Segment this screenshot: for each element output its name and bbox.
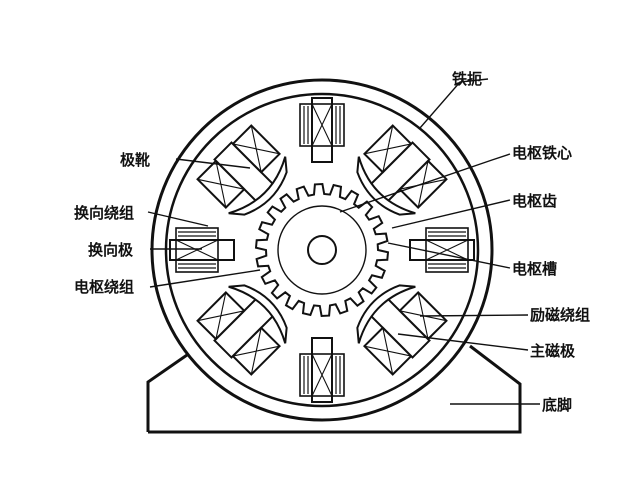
main-pole-4 [196,284,288,376]
commutating-pole-hatch [175,239,219,261]
leader-lines [147,78,540,405]
pole-shoe [356,156,416,216]
commutating-pole-hatch [311,353,333,397]
field-winding-hatch [232,125,280,173]
field-winding-hatch [232,327,280,375]
label-main-pole: 主磁极 [530,342,576,360]
commutating-winding [425,227,469,273]
pole-shoe [356,284,416,344]
pole-shoe [228,284,288,344]
commutating-pole-3 [299,337,345,403]
label-yoke: 铁扼 [452,70,482,88]
armature-bore-ring [277,205,367,295]
field-winding-hatch [364,327,412,375]
commutating-winding [299,353,345,397]
label-commutating-winding: 换向绕组 [74,204,134,222]
main-pole-1 [196,124,288,216]
main-pole-3 [356,284,448,376]
label-armature-core: 电枢铁心 [512,144,572,162]
label-commutating-pole: 换向极 [88,241,134,259]
armature [254,182,390,318]
pole-shoe [228,156,288,216]
shaft [307,235,337,265]
field-winding-hatch [197,160,245,208]
label-armature-slot: 电枢槽 [512,260,557,278]
commutating-poles-group [169,97,475,403]
leader-armature-slot [387,242,511,269]
commutating-pole-2 [409,227,475,273]
labels: 铁扼 极靴 电枢铁心 换向绕组 电枢齿 换向极 电枢槽 电枢绕组 励磁绕组 主磁… [74,70,590,414]
label-armature-tooth: 电枢齿 [512,192,557,210]
field-winding-hatch [364,125,412,173]
commutating-pole-1 [299,97,345,163]
commutating-winding [299,103,345,147]
leader-yoke [419,78,489,129]
label-base: 底脚 [542,396,572,414]
label-field-winding: 励磁绕组 [530,306,590,324]
main-poles-group [196,124,448,376]
leader-armature-core [339,153,511,213]
leader-pole-shoe [175,158,251,169]
commutating-pole-hatch [425,239,469,261]
commutating-pole-4 [169,227,235,273]
motor-base [146,344,522,434]
commutating-pole-hatch [311,103,333,147]
commutating-pole-core [169,239,235,261]
commutating-pole-core [311,337,333,403]
commutating-pole-core [311,97,333,163]
leader-armature-winding [149,269,261,288]
leader-armature-tooth [391,199,511,229]
label-armature-winding: 电枢绕组 [74,278,134,296]
field-winding-hatch [197,292,245,340]
leader-field-winding [419,314,529,317]
leader-main-pole [397,333,529,351]
commutating-winding [175,227,219,273]
label-pole-shoe: 极靴 [120,151,150,169]
leader-commutating-winding [147,211,209,227]
